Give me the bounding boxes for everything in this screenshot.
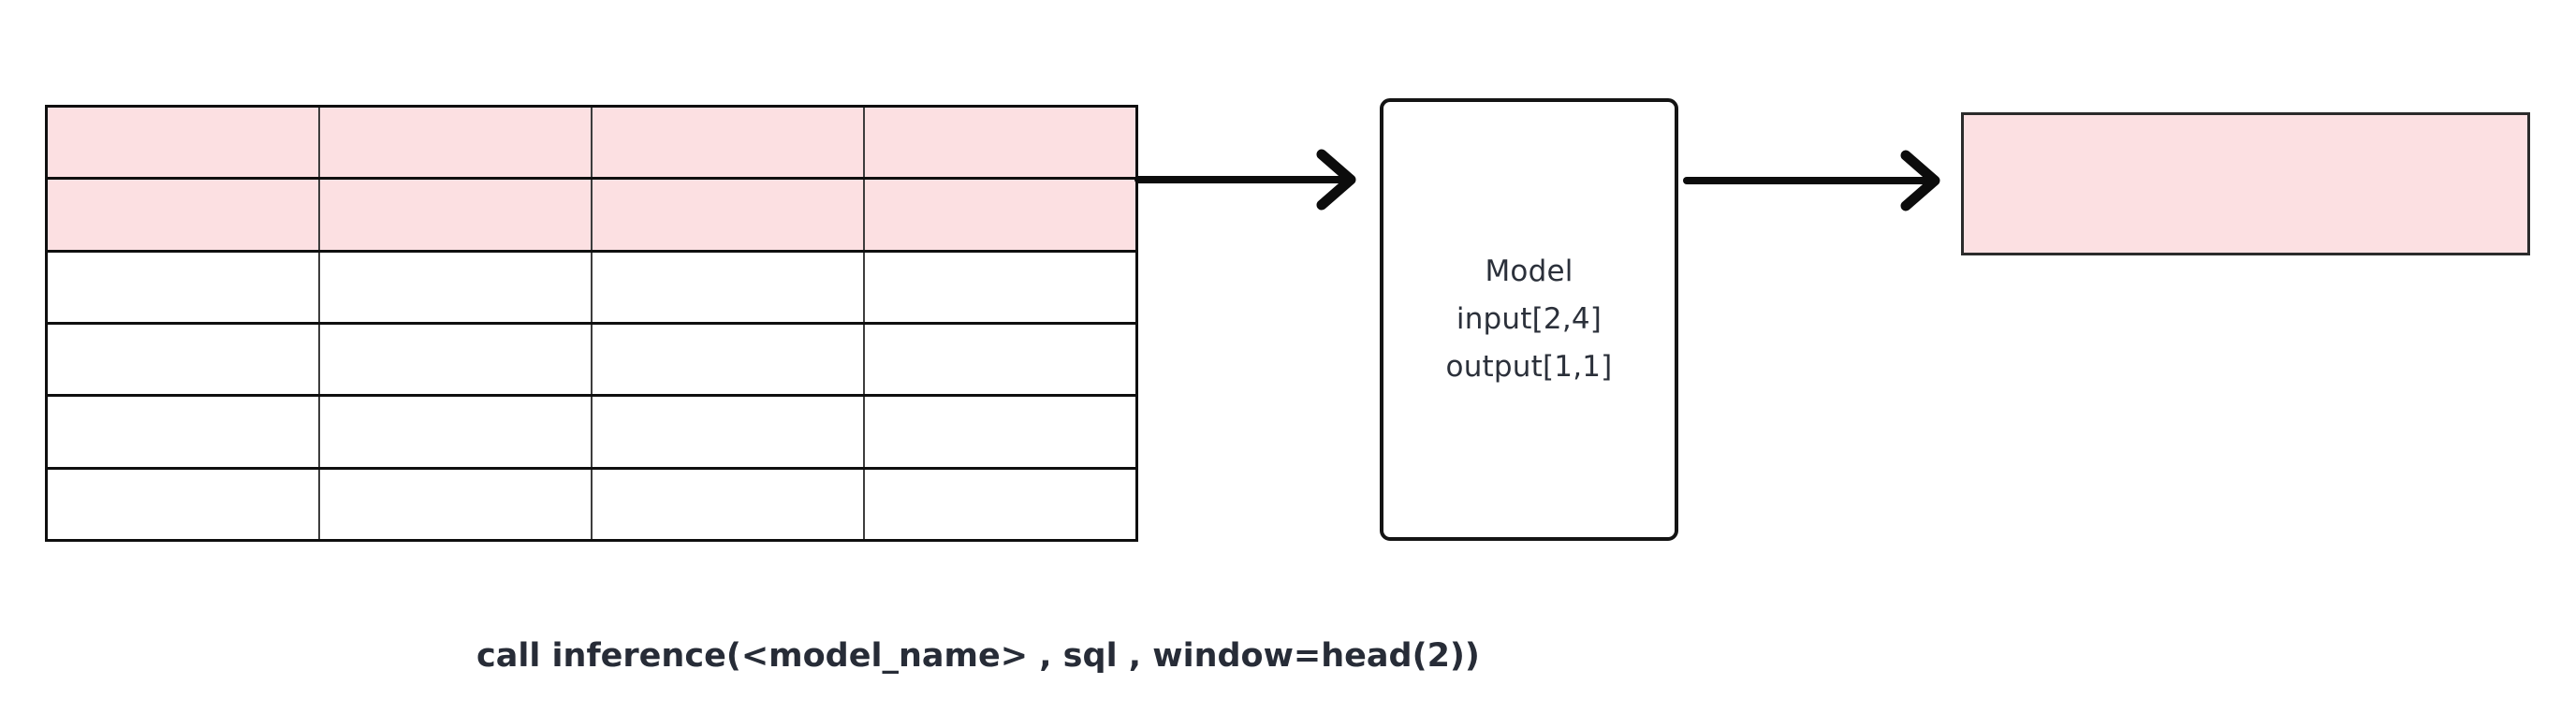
table-cell — [48, 469, 320, 539]
table-cell — [593, 324, 865, 395]
model-input-shape: input[2,4] — [1456, 302, 1603, 336]
table-cell — [320, 252, 593, 322]
table-cell-highlighted — [593, 180, 865, 250]
table-cell — [48, 397, 320, 467]
model-node-label: Model input[2,4] output[1,1] — [1446, 248, 1613, 391]
table-row — [48, 397, 1135, 470]
table-row — [48, 469, 1135, 539]
table-cell-highlighted — [48, 180, 320, 250]
table-cell — [593, 469, 865, 539]
table-cell-highlighted — [48, 108, 320, 178]
table-cell-highlighted — [320, 108, 593, 178]
table-cell-highlighted — [593, 108, 865, 178]
model-node: Model input[2,4] output[1,1] — [1380, 98, 1678, 541]
table-cell-highlighted — [865, 180, 1135, 250]
model-to-output-arrow-icon — [1683, 150, 1940, 211]
table-cell — [320, 397, 593, 467]
table-row — [48, 180, 1135, 253]
table-cell — [865, 325, 1135, 394]
table-row — [48, 252, 1135, 325]
input-table — [45, 105, 1138, 542]
model-output-shape: output[1,1] — [1445, 350, 1613, 384]
table-cell — [865, 470, 1135, 539]
table-row — [48, 324, 1135, 398]
table-cell — [48, 252, 320, 322]
table-cell — [593, 252, 865, 322]
model-node-title: Model — [1485, 255, 1573, 288]
table-cell — [320, 324, 593, 395]
table-cell — [865, 397, 1135, 466]
table-cell — [593, 397, 865, 467]
inference-call-caption: call inference(<model_name> , sql , wind… — [476, 637, 1480, 675]
table-cell — [320, 469, 593, 539]
table-cell-highlighted — [320, 180, 593, 250]
table-to-model-arrow-icon — [1134, 149, 1356, 211]
table-cell — [48, 324, 320, 395]
table-row — [48, 108, 1135, 181]
table-cell — [865, 253, 1135, 322]
table-cell-highlighted — [865, 108, 1135, 178]
output-box — [1961, 112, 2530, 255]
